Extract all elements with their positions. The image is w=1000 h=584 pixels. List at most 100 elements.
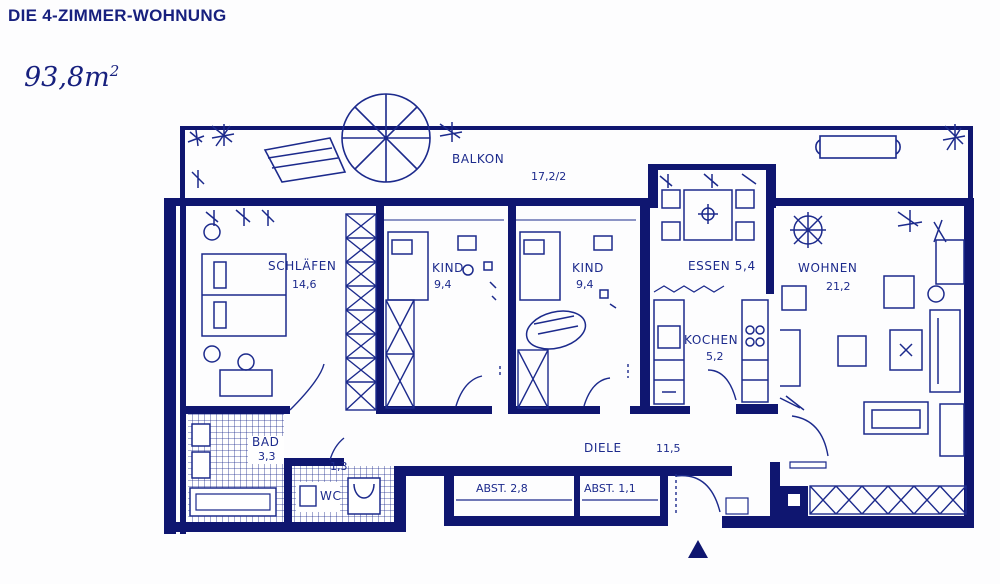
door-arc-kitchen: [707, 369, 737, 401]
wall-storage-right: [660, 476, 668, 526]
chair-icon: [462, 264, 474, 276]
coffee-table-icon: [889, 329, 923, 371]
wohnen-label: WOHNEN: [798, 261, 857, 275]
door-arc-kind2: [583, 377, 611, 407]
armchair-icon-2: [837, 335, 867, 367]
bedroom: [201, 208, 287, 397]
balkon-label: BALKON: [452, 152, 504, 166]
bad-size: 3,3: [258, 450, 276, 463]
bathroom: [188, 414, 284, 522]
balkon-size: 17,2/2: [531, 170, 566, 183]
diele-size: 11,5: [656, 442, 681, 455]
living-room: [779, 210, 965, 457]
wall-kitchen-bottom: [630, 406, 690, 414]
wall-wc-top: [284, 458, 344, 466]
wall-storage-mid: [574, 476, 580, 526]
bed-icon: [387, 231, 429, 301]
wall-bad-wc: [284, 458, 292, 528]
wall-kind2-bottom: [516, 406, 600, 414]
wohnen-size: 21,2: [826, 280, 851, 293]
wall-storage-top: [406, 466, 732, 476]
shaft: [725, 461, 827, 516]
wall-top-bedroom: [164, 198, 382, 206]
wc-room: [292, 466, 394, 522]
kitchen: [653, 299, 769, 405]
kind2-room: [516, 219, 636, 350]
stove-counter-icon: [741, 299, 769, 403]
kind2-size: 9,4: [576, 278, 594, 291]
wardrobes: [345, 213, 967, 515]
wall-storage-bottom: [444, 516, 668, 526]
schlafen-size: 14,6: [292, 278, 317, 291]
balcony: BALKON 17,2/2: [180, 93, 973, 198]
toilet-icon: [347, 477, 381, 515]
play-table-icon: [525, 310, 587, 350]
kind1-size: 9,4: [434, 278, 452, 291]
wall-bottom-right: [722, 516, 972, 528]
wall-bed-kind1: [376, 198, 384, 414]
parasol-icon: [341, 93, 431, 183]
armchair-icon: [883, 275, 915, 309]
plants-icon: [187, 122, 966, 188]
lamp-icon-2: [203, 345, 221, 363]
sun-lounger-icon: [263, 137, 347, 183]
kochen-size: 5,2: [706, 350, 724, 363]
wall-wc-right: [394, 466, 406, 532]
wall-essen-top: [648, 164, 772, 170]
wall-top-kind2: [508, 198, 648, 206]
area-exponent: 2: [109, 62, 120, 80]
kind2-label: KIND: [572, 261, 604, 275]
wall-kind1-kind2: [508, 198, 516, 414]
page-title: DIE 4-ZIMMER-WOHNUNG: [8, 6, 227, 25]
lamp-icon: [203, 223, 221, 241]
door-arc-living: [791, 415, 829, 457]
wall-essen-right: [766, 164, 776, 208]
door-arc-entrance: [675, 474, 721, 513]
essen-label: ESSEN 5,4: [688, 259, 756, 273]
entrance-arrow-icon: [688, 540, 708, 558]
kind1-room: [384, 219, 504, 301]
balcony-railing: [180, 126, 972, 130]
wall-essen-left: [648, 164, 658, 208]
wall-top-living: [766, 198, 972, 206]
wc-size: 1,3: [330, 460, 348, 473]
dining-table-icon: [683, 189, 733, 241]
bad-label: BAD: [252, 435, 279, 449]
door-swings: [289, 363, 829, 514]
basin-icon: [299, 485, 317, 507]
interior-walls: [180, 198, 780, 528]
wall-top-kind1: [376, 198, 516, 206]
wall-shaft: [770, 462, 780, 524]
bed-icon: [519, 231, 561, 301]
shelf-icon: [935, 239, 965, 285]
schlafen-label: SCHLÄFEN: [268, 258, 336, 273]
area-unit: m: [84, 62, 110, 93]
bathtub-icon: [189, 487, 277, 517]
wall-kitchen-living: [766, 206, 774, 294]
balcony-table-icon: [815, 135, 901, 159]
wall-kind2-essen: [640, 198, 650, 414]
wall-kitchen-stub: [736, 404, 778, 414]
sofa-icon: [929, 309, 961, 393]
door-arc-kind1: [455, 375, 483, 407]
dresser-icon: [219, 369, 273, 397]
kitchen-counter-icon: [653, 299, 685, 405]
abst1-label: ABST. 2,8: [476, 482, 528, 495]
diele-label: DIELE: [584, 441, 622, 455]
door-arc-bedroom: [289, 363, 325, 411]
kind1-label: KIND: [432, 261, 464, 275]
balcony-side-left: [180, 126, 185, 198]
wall-left-outer: [164, 198, 176, 534]
wall-right: [964, 198, 974, 528]
kochen-label: KOCHEN: [684, 333, 738, 347]
wc-label: WC: [320, 489, 341, 503]
wall-left-inner: [180, 198, 186, 534]
dining-area: [653, 173, 757, 293]
sink-icon: [657, 325, 681, 349]
area-value: 93,8: [24, 62, 85, 93]
wall-kind1-bottom: [384, 406, 492, 414]
washbasin-icon: [191, 451, 211, 479]
wall-storage-left: [444, 476, 454, 526]
